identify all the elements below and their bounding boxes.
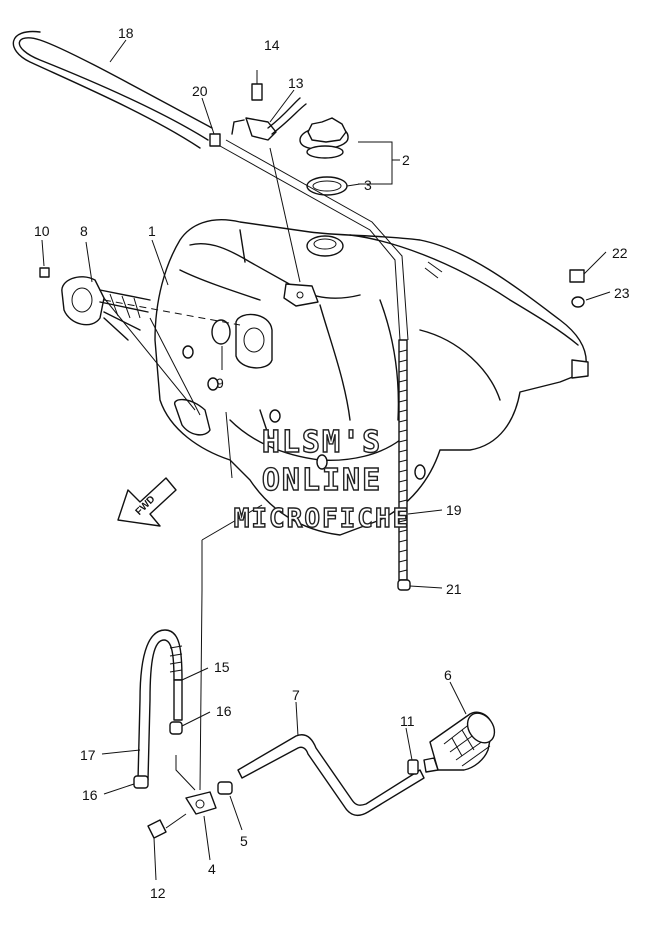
callout-15: 15 (214, 659, 230, 675)
fuel-cap-part (299, 117, 400, 196)
callout-6: 6 (444, 667, 452, 683)
callout-7: 7 (292, 687, 300, 703)
watermark-line1: HLSM'S (262, 425, 382, 460)
callout-10: 10 (34, 223, 50, 239)
callout-16-upper: 16 (216, 703, 232, 719)
callout-17: 17 (80, 747, 96, 763)
drain-tube-part (397, 339, 411, 591)
watermark-line3: MICROFICHE (234, 504, 411, 534)
callout-8: 8 (80, 223, 88, 239)
callout-11: 11 (400, 713, 415, 729)
callout-22: 22 (612, 245, 628, 261)
callout-2: 2 (402, 152, 410, 168)
nut-washer-part (569, 269, 585, 308)
fuel-filter-part (407, 711, 496, 775)
lower-hose-part (133, 629, 183, 789)
fuel-cock-part (147, 755, 233, 839)
vent-valve-part (209, 70, 307, 147)
callout-4: 4 (208, 861, 216, 877)
callout-18: 18 (118, 25, 134, 41)
callout-20: 20 (192, 83, 208, 99)
forward-arrow-icon: FWD (117, 477, 177, 527)
leader-lines (103, 139, 409, 791)
callout-5: 5 (240, 833, 248, 849)
callout-13: 13 (288, 75, 304, 91)
callout-21: 21 (446, 581, 462, 597)
callout-12: 12 (150, 885, 166, 901)
callout-labels: 1 2 3 4 5 6 7 8 9 10 11 12 13 14 15 16 1… (34, 25, 630, 901)
breather-hose-part (12, 30, 213, 149)
fuel-tank-part (154, 219, 589, 536)
callout-19: 19 (446, 502, 462, 518)
callout-9: 9 (216, 375, 224, 391)
callout-23: 23 (614, 285, 630, 301)
fuel-pump-part (39, 267, 151, 341)
callout-3: 3 (364, 177, 372, 193)
callout-14: 14 (264, 37, 280, 53)
callout-16-lower: 16 (82, 787, 98, 803)
watermark: HLSM'S ONLINE MICROFICHE (233, 424, 411, 534)
fuel-line-part (237, 734, 425, 817)
callout-leaders (41, 39, 611, 881)
callout-1: 1 (148, 223, 156, 239)
watermark-line2: ONLINE (262, 463, 382, 498)
